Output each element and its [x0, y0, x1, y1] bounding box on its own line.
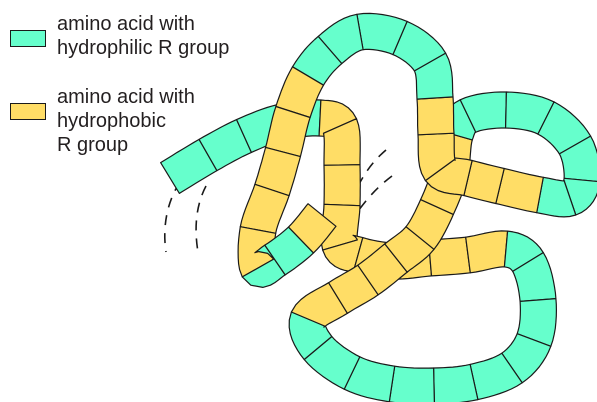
chain-continuation-dash [356, 176, 392, 214]
chain-segments [161, 13, 597, 402]
hydrophilic-amino-acid-segment [434, 364, 478, 402]
hydrophobic-amino-acid-segment [417, 97, 454, 135]
hydrophilic-amino-acid-segment [389, 366, 434, 402]
chain-continuation-dash [165, 182, 180, 252]
hydrophobic-amino-acid-segment [324, 165, 360, 206]
hydrophobic-amino-acid-segment [466, 231, 508, 273]
chain-continuation-dash [196, 186, 206, 252]
